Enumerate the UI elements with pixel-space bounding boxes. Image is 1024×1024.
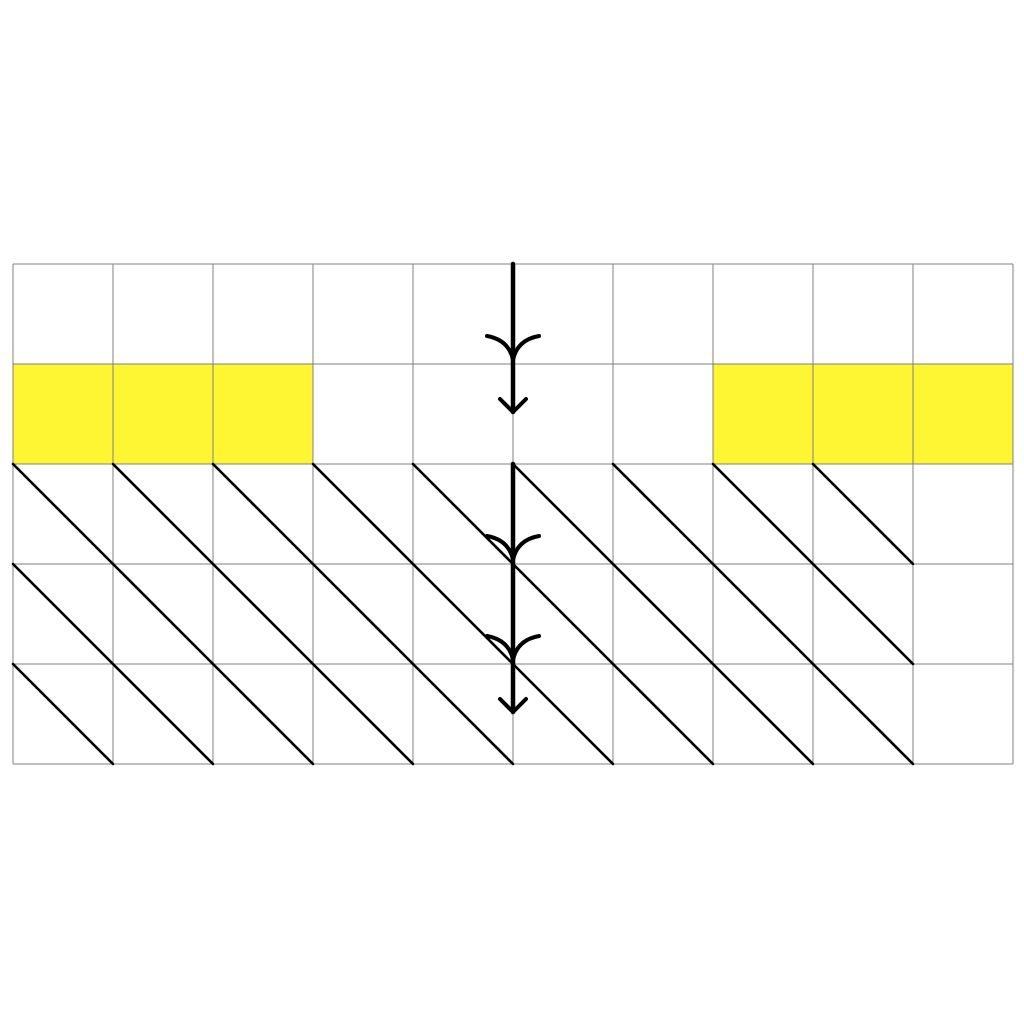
diagonal-line — [611, 562, 715, 666]
diagonal-line — [311, 662, 415, 766]
highlight-cell — [713, 364, 813, 464]
diagonal-line — [711, 562, 815, 666]
highlight-cell — [813, 364, 913, 464]
highlight-cell — [13, 364, 113, 464]
diagonal-line — [611, 662, 715, 766]
diagonal-line — [511, 462, 615, 566]
diagonal-line — [11, 662, 115, 766]
diagonal-line — [311, 562, 415, 666]
arrow-fletch-right — [511, 334, 541, 362]
arrow-head — [498, 697, 528, 714]
diagonal-hatching — [11, 462, 915, 766]
diagonal-line — [511, 662, 615, 766]
diagonal-line — [211, 662, 315, 766]
arrow-fletch-left — [485, 534, 515, 562]
arrow-fletch-right — [511, 634, 541, 662]
diagonal-line — [511, 562, 615, 666]
diagonal-line — [111, 562, 215, 666]
diagonal-line — [811, 462, 915, 566]
arrow-top — [485, 261, 541, 415]
diagonal-line — [311, 462, 415, 566]
diagonal-line — [411, 462, 515, 566]
arrow-fletch-right — [511, 534, 541, 562]
diagonal-line — [111, 462, 215, 566]
highlight-cell — [213, 364, 313, 464]
diagonal-line — [811, 662, 915, 766]
diagonal-line — [11, 562, 115, 666]
diagonal-line — [711, 662, 815, 766]
diagonal-line — [211, 462, 315, 566]
arrow-fletch-left — [485, 634, 515, 662]
diagonal-line — [711, 462, 815, 566]
diagonal-line — [411, 562, 515, 666]
highlight-cells — [13, 364, 1013, 464]
diagonal-line — [211, 562, 315, 666]
highlight-cell — [913, 364, 1013, 464]
arrow-fletch-left — [485, 334, 515, 362]
diagonal-line — [811, 562, 915, 666]
grid-lines — [12, 263, 1014, 765]
diagonal-line — [111, 662, 215, 766]
diagonal-line — [611, 462, 715, 566]
arrow-bottom — [485, 461, 541, 715]
diagonal-line — [11, 462, 115, 566]
arrow-head — [498, 397, 528, 414]
down-arrows — [485, 261, 541, 715]
diagonal-line — [411, 662, 515, 766]
highlight-cell — [113, 364, 213, 464]
